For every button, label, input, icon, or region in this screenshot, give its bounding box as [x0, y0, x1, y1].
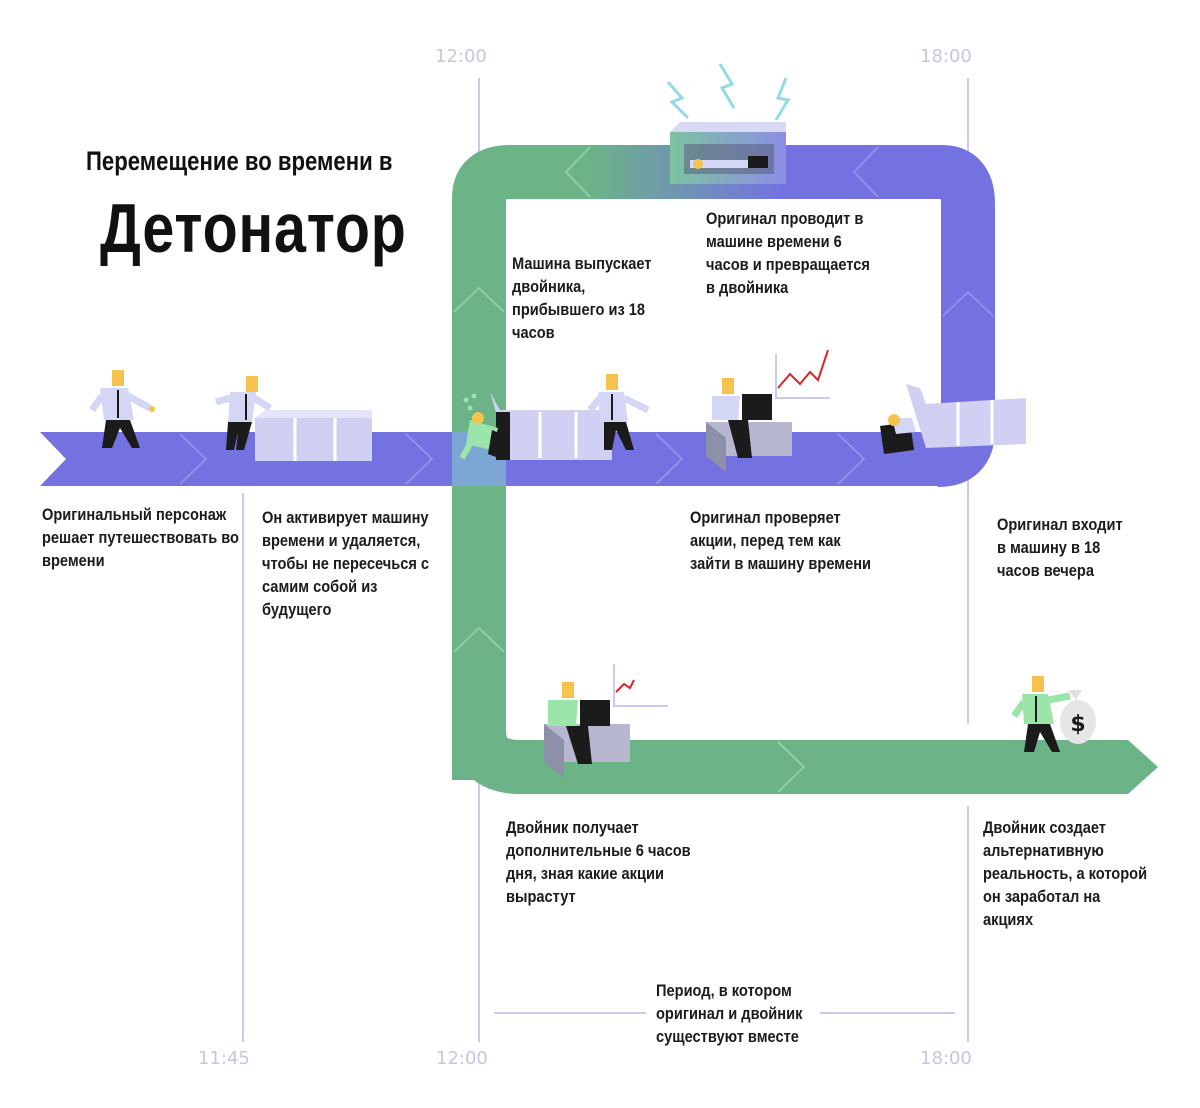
caption-spends: Оригинал проводит в машине времени 6 час…: [706, 209, 870, 297]
person-original-activating: [215, 376, 272, 450]
person-original-walking: [89, 370, 155, 448]
stock-chart-small: [613, 664, 668, 707]
caption-releases: Машина выпускает двойника, прибывшего из…: [512, 254, 652, 342]
caption-activates: Он активирует машину времени и удаляется…: [262, 508, 430, 619]
person-original-entering: [880, 414, 916, 454]
double-timeline-arrow: [520, 740, 1158, 794]
time-label-bottom-1200: 12:00: [436, 1048, 488, 1069]
time-label-bottom-1800: 18:00: [920, 1048, 972, 1069]
time-label-top-1800: 18:00: [920, 46, 972, 67]
time-label-bottom-1145: 11:45: [198, 1048, 250, 1069]
time-machine-3: [906, 384, 1026, 448]
time-label-top-1200: 12:00: [435, 46, 487, 67]
caption-enters: Оригинал входит в машину в 18 часов вече…: [997, 515, 1123, 580]
green-vertical-track: [452, 260, 600, 794]
time-machine-1: [255, 410, 372, 461]
track-chevrons: [179, 146, 994, 793]
person-double-emerging: [459, 393, 510, 460]
caption-coexist: Период, в котором оригинал и двойник сущ…: [656, 981, 803, 1046]
time-machine-top: [670, 122, 786, 184]
lightning-bolts: [666, 63, 791, 121]
caption-checks-stocks: Оригинал проверяет акции, перед тем как …: [690, 508, 872, 573]
caption-decides: Оригинальный персонаж решает путешествов…: [42, 505, 239, 570]
caption-double-gains: Двойник получает дополнительные 6 часов …: [506, 818, 691, 906]
person-double-rich: [1011, 676, 1071, 752]
title-subtitle: Перемещение во времени в: [86, 146, 393, 176]
desk-double: [544, 682, 630, 778]
title-main: Детонатор: [100, 189, 407, 267]
caption-alt-reality: Двойник создает альтернативную реальност…: [983, 818, 1148, 929]
money-bag-icon: $: [1060, 690, 1096, 744]
dollar-sign: $: [1070, 712, 1085, 737]
desk-original: [706, 378, 792, 472]
stock-chart-rising: [775, 349, 830, 399]
loop-track: [452, 145, 995, 780]
person-original-walking-2: [587, 374, 650, 450]
